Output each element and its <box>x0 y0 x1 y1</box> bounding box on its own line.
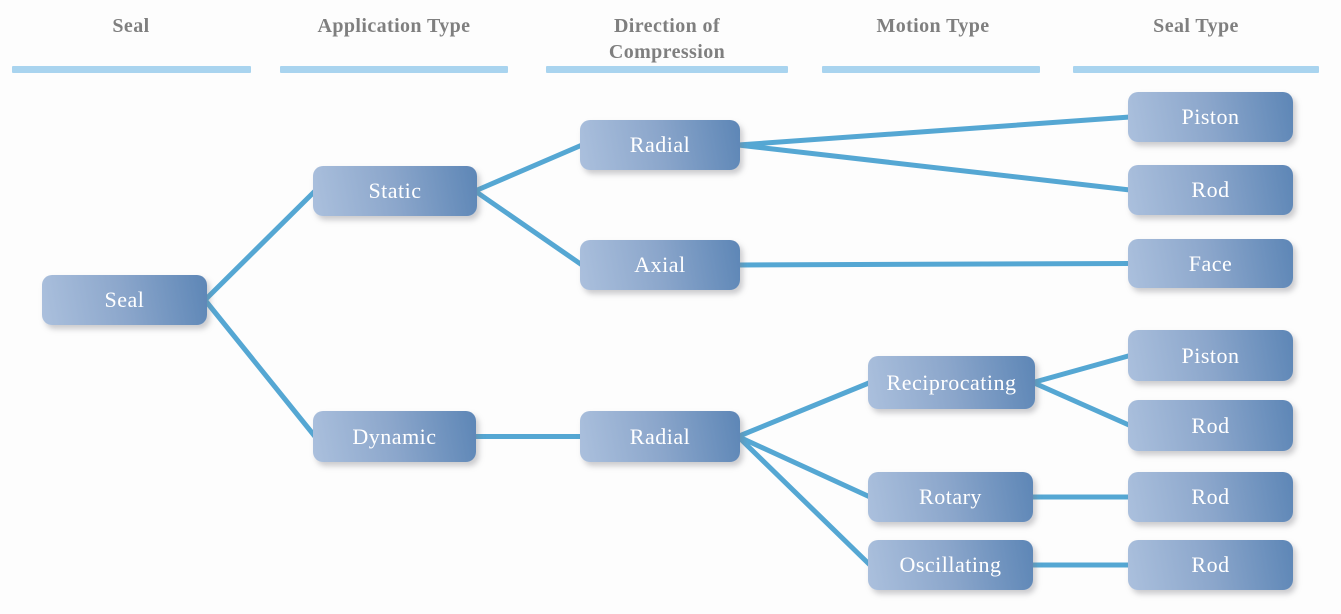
node-reciprocating: Reciprocating <box>868 356 1035 409</box>
node-dynamic: Dynamic <box>313 411 476 462</box>
edge-seal-to-static <box>202 188 318 303</box>
column-header-motion-type: Motion Type <box>876 15 990 37</box>
edge-seal-to-dynamic <box>202 297 318 439</box>
column-header-seal-type: Seal Type <box>1153 15 1239 37</box>
column-header-application-type: Application Type <box>317 15 471 37</box>
edge-radial-static-to-piston-static <box>735 114 1133 148</box>
node-oscillating: Oscillating <box>868 540 1033 590</box>
node-rotary: Rotary <box>868 472 1033 522</box>
node-rod-static: Rod <box>1128 165 1293 215</box>
column-underline-seal-type <box>1073 66 1319 73</box>
node-radial-static: Radial <box>580 120 740 170</box>
column-underline-application-type <box>280 66 508 73</box>
edge-static-to-axial <box>472 188 585 268</box>
edge-radial-dynamic-to-reciprocating <box>735 380 873 439</box>
node-rod-oscillating: Rod <box>1128 540 1293 590</box>
edge-reciprocating-to-piston-dynamic <box>1030 353 1133 385</box>
column-header-seal: Seal <box>112 15 150 37</box>
node-radial-dynamic: Radial <box>580 411 740 462</box>
column-header-direction-of-compression: Direction of Compression <box>608 15 726 63</box>
edge-radial-dynamic-to-rotary <box>735 434 873 500</box>
node-static: Static <box>313 166 477 216</box>
node-seal: Seal <box>42 275 207 325</box>
node-axial: Axial <box>580 240 740 290</box>
node-face: Face <box>1128 239 1293 288</box>
edge-axial-to-face <box>735 261 1133 268</box>
column-underline-direction-of-compression <box>546 66 788 73</box>
column-underline-seal <box>12 66 251 73</box>
edge-radial-dynamic-to-oscillating <box>735 434 873 568</box>
node-piston-static: Piston <box>1128 92 1293 142</box>
edge-static-to-radial-static <box>472 142 585 194</box>
node-piston-dynamic: Piston <box>1128 330 1293 381</box>
edge-reciprocating-to-rod-reciprocating <box>1030 380 1133 428</box>
column-underline-motion-type <box>822 66 1040 73</box>
node-rod-reciprocating: Rod <box>1128 400 1293 451</box>
node-rod-rotary: Rod <box>1128 472 1293 522</box>
edge-radial-static-to-rod-static <box>735 142 1133 193</box>
